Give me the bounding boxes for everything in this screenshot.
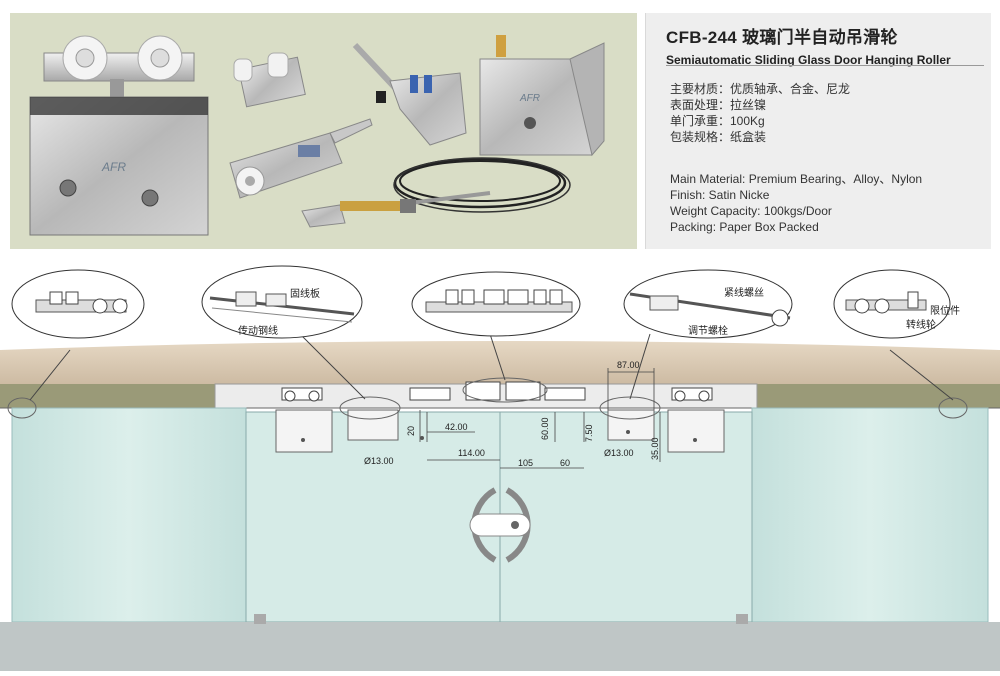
fixed-glass-left (11, 407, 247, 623)
callout-wire-plate: 固线板 (290, 287, 320, 300)
spec-packing-en: Packing: Paper Box Packed (670, 220, 819, 234)
dim-20: 20 (406, 426, 416, 436)
dim-dia13-left: Ø13.00 (364, 456, 394, 466)
product-photo-panel: AFR AFR (10, 13, 637, 249)
callout-drive-wire: 传动钢线 (238, 324, 278, 337)
spec-material-zh: 主要材质：优质轴承、合金、尼龙 (670, 82, 851, 96)
dim-7-50: 7.50 (584, 424, 594, 442)
spec-finish-en: Finish: Satin Nicke (670, 188, 770, 202)
callout-pulley: 转线轮 (906, 318, 936, 331)
callout-adjust-bolt: 调节螺栓 (688, 324, 728, 337)
dim-114: 114.00 (458, 448, 485, 458)
leader-lines (29, 333, 954, 401)
svg-text:AFR: AFR (101, 160, 126, 174)
lower-bracket-with-arm (229, 118, 373, 199)
track-left (0, 384, 215, 408)
dimension-lines (419, 368, 661, 469)
detail-bubble-1 (11, 269, 145, 339)
detail-marker-2 (339, 396, 401, 420)
detail-marker-3 (462, 377, 548, 403)
dim-35: 35.00 (650, 437, 660, 460)
lock-key-icon (511, 521, 519, 529)
page-title: CFB-244 玻璃门半自动吊滑轮 (666, 28, 898, 47)
fixed-glass-right (751, 407, 989, 623)
specs-english: Main Material: Premium Bearing、Alloy、Nyl… (670, 171, 922, 235)
lock-body (469, 513, 531, 537)
installation-drawing: 固线板 传动钢线 紧线螺丝 调节螺栓 限位件 (0, 262, 1000, 671)
detail-marker-4 (599, 396, 661, 420)
product-photos: AFR AFR (29, 35, 605, 236)
title-divider (666, 65, 984, 66)
dim-42: 42.00 (445, 422, 468, 432)
hanger-plate-3 (607, 409, 655, 441)
dim-87: 87.00 (617, 360, 640, 370)
detail-bubble-3 (411, 271, 581, 337)
detail-marker-5 (938, 397, 968, 419)
dim-105: 105 (518, 458, 533, 468)
detail-bubble-4: 紧线螺丝 调节螺栓 (623, 269, 793, 339)
dim-60v: 60.00 (540, 417, 550, 440)
dim-dia13-right: Ø13.00 (604, 448, 634, 458)
small-wheel-bracket (233, 52, 306, 108)
spec-capacity-zh: 单门承重：100Kg (670, 114, 765, 128)
floor (0, 622, 1000, 671)
floor-guide-right (736, 614, 748, 624)
track-rollers (281, 381, 713, 402)
title-block: CFB-244 玻璃门半自动吊滑轮 Semiautomatic Sliding … (666, 23, 986, 67)
dim-60: 60 (560, 458, 570, 468)
svg-text:AFR: AFR (519, 93, 540, 104)
callout-tension-bolt: 紧线螺丝 (724, 286, 764, 299)
detail-bubble-5: 限位件 转线轮 (833, 269, 960, 339)
floor-guide-left (254, 614, 266, 624)
lever-bracket (352, 42, 467, 146)
spec-packing-zh: 包装规格：纸盒装 (670, 130, 767, 144)
large-roller-clamp: AFR (29, 35, 209, 236)
installation-diagram: 固线板 传动钢线 紧线螺丝 调节螺栓 限位件 (0, 265, 1000, 671)
bolt-holes (301, 430, 697, 442)
ceiling (0, 341, 1000, 384)
hanger-plate-2 (347, 409, 399, 441)
spec-capacity-en: Weight Capacity: 100kgs/Door (670, 204, 832, 218)
cable-coil (301, 157, 571, 228)
hanger-plate-4 (667, 409, 725, 453)
page-subtitle: Semiautomatic Sliding Glass Door Hanging… (666, 53, 951, 67)
track-right (757, 384, 1000, 408)
detail-bubble-2: 固线板 传动钢线 (201, 265, 363, 339)
callout-limit-piece: 限位件 (930, 304, 960, 317)
spec-finish-zh: 表面处理：拉丝镍 (670, 98, 767, 112)
specs-chinese: 主要材质：优质轴承、合金、尼龙 表面处理：拉丝镍 单门承重：100Kg 包装规格… (670, 81, 850, 145)
spec-material-en: Main Material: Premium Bearing、Alloy、Nyl… (670, 172, 923, 186)
spec-panel: CFB-244 玻璃门半自动吊滑轮 Semiautomatic Sliding … (645, 13, 991, 249)
hanger-plate-1 (275, 409, 333, 453)
box-clamp: AFR (479, 35, 605, 157)
detail-marker-1 (7, 397, 37, 419)
